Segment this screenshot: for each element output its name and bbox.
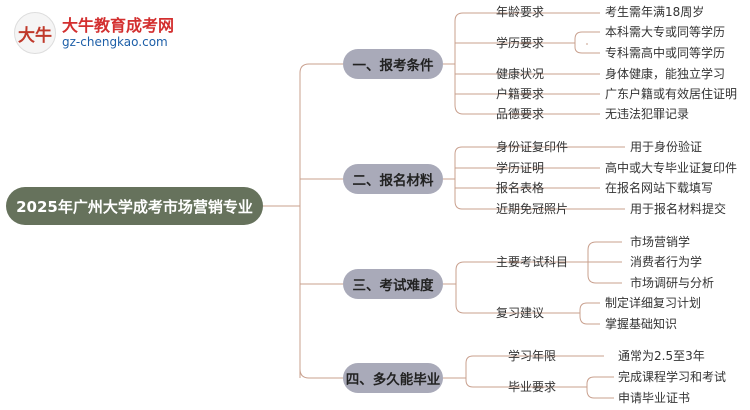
item-label: 报名表格 <box>496 181 545 195</box>
item-value: 制定详细复习计划 <box>605 296 702 310</box>
item-label: 学习年限 <box>508 349 557 363</box>
item-label: 学历要求 <box>496 36 545 50</box>
item-label: 身份证复印件 <box>496 140 569 154</box>
item-value: 无违法犯罪记录 <box>605 107 690 121</box>
item-value: 高中或大专毕业证复印件 <box>605 161 738 175</box>
item-value: 完成课程学习和考试 <box>618 370 727 384</box>
item-value: 专科需高中或同等学历 <box>605 46 726 60</box>
item-value: 市场调研与分析 <box>630 276 715 290</box>
item-value: 掌握基础知识 <box>605 317 678 331</box>
item-label: 近期免冠照片 <box>496 202 569 216</box>
item-value: 市场营销学 <box>630 235 691 249</box>
section-title-4: 四、多久能毕业 <box>343 363 443 393</box>
logo-name: 大牛教育成考网 <box>62 16 175 35</box>
item-label: 学历证明 <box>496 161 545 175</box>
section-title-1: 一、报考条件 <box>343 49 443 79</box>
item-label: 主要考试科目 <box>496 255 569 269</box>
item-label: 年龄要求 <box>496 5 545 19</box>
item-value: 用于身份验证 <box>630 140 703 154</box>
item-value: 用于报名材料提交 <box>630 202 727 216</box>
section-title-2: 二、报名材料 <box>343 164 443 194</box>
site-logo: 大牛 大牛教育成考网 gz-chengkao.com <box>14 10 184 56</box>
item-value: 身体健康，能独立学习 <box>605 67 726 81</box>
item-value: 本科需大专或同等学历 <box>605 25 726 39</box>
item-value: 广东户籍或有效居住证明 <box>605 87 738 101</box>
item-label: 户籍要求 <box>496 87 545 101</box>
logo-url: gz-chengkao.com <box>62 35 168 49</box>
item-value: 考生需年满18周岁 <box>605 5 705 19</box>
item-value: 申请毕业证书 <box>618 391 691 405</box>
item-value: 消费者行为学 <box>630 255 703 269</box>
item-value: 通常为2.5至3年 <box>618 349 705 363</box>
item-value: 在报名网站下载填写 <box>605 181 714 195</box>
item-label: 品德要求 <box>496 107 545 121</box>
item-label: 复习建议 <box>496 306 545 320</box>
logo-mark-icon: 大牛 <box>14 12 56 54</box>
item-label: 毕业要求 <box>508 380 557 394</box>
item-label: 健康状况 <box>496 67 545 81</box>
section-title-3: 三、考试难度 <box>343 269 443 299</box>
root-topic: 2025年广州大学成考市场营销专业 <box>6 187 263 225</box>
